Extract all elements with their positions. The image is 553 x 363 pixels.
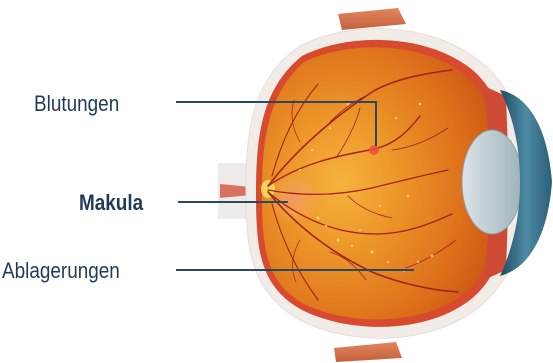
lens xyxy=(462,130,522,234)
label-deposits: Ablagerungen xyxy=(2,258,120,284)
label-bleeding: Blutungen xyxy=(34,91,119,117)
label-macula: Makula xyxy=(79,190,143,216)
bleeding-spot xyxy=(369,145,379,155)
